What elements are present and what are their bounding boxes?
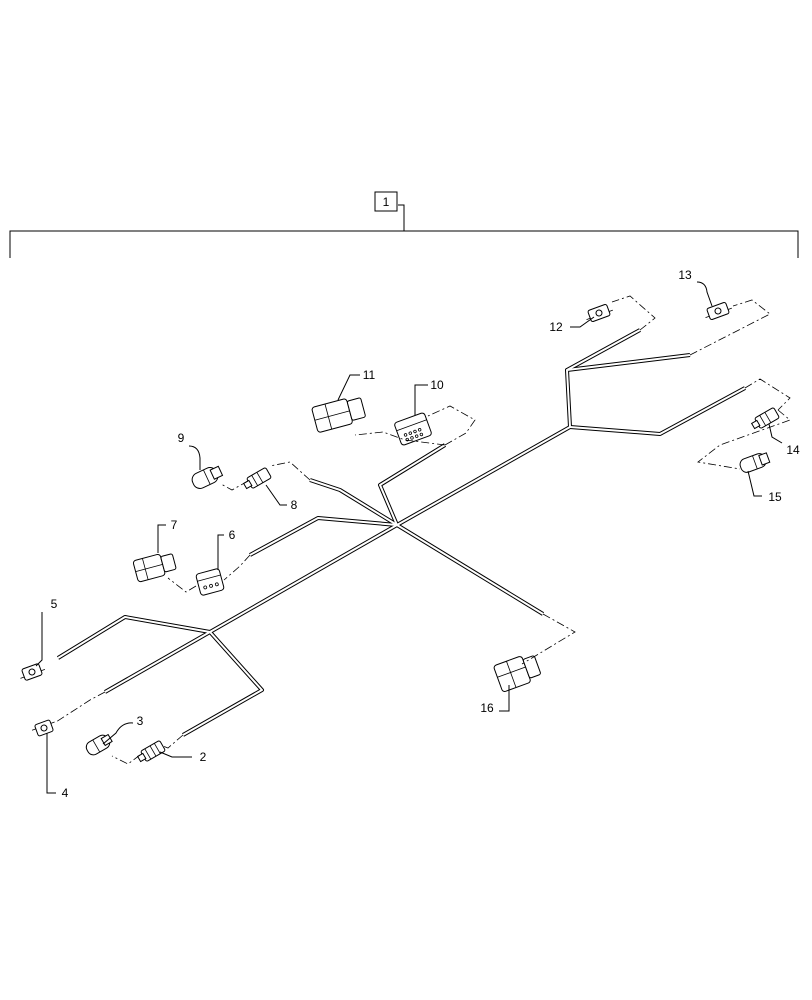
- wire-segment: [569, 386, 746, 436]
- wire-segment-inner: [569, 387, 746, 435]
- connector-icon-14: [750, 407, 780, 430]
- callout-10: 10: [430, 378, 444, 392]
- callout-12: 12: [549, 320, 563, 334]
- item-label-1: 1: [383, 195, 390, 209]
- wire-segment-inner: [396, 524, 544, 615]
- callout-7: 7: [171, 518, 178, 532]
- callout-14: 14: [786, 443, 800, 457]
- connector-icon-7: [132, 553, 177, 583]
- connector-icon-4: [31, 719, 55, 737]
- wire-segment-inner: [249, 517, 398, 556]
- connector-icon-5: [20, 663, 46, 681]
- connector-icon-11: [311, 397, 366, 433]
- wire-segment: [565, 353, 691, 428]
- wire-segment: [182, 630, 264, 737]
- wire-segment-inner: [104, 631, 211, 693]
- callout-16: 16: [480, 701, 494, 715]
- callout-4: 4: [62, 786, 69, 800]
- callout-11: 11: [363, 368, 376, 382]
- wire-segment-inner: [309, 479, 398, 526]
- wire-segment-inner: [209, 524, 398, 633]
- connector-icon-6: [195, 568, 225, 596]
- connector-icon-9: [191, 465, 224, 489]
- centerlines: [55, 295, 791, 765]
- callout-labels: 2 3 4 5 6 7 8 9 10 11 12 13 14 15 16: [51, 268, 800, 800]
- connector-icon-12: [586, 304, 613, 322]
- wire-segment-inner: [396, 426, 571, 526]
- callout-2: 2: [200, 750, 207, 764]
- connector-icon-15: [739, 452, 771, 473]
- connector-icon-2: [136, 740, 166, 763]
- callout-leaders: [35, 281, 783, 794]
- connectors: [20, 302, 780, 763]
- wire-segment: [56, 615, 211, 660]
- connector-icon-13: [705, 302, 732, 320]
- callout-9: 9: [178, 431, 185, 445]
- callout-15: 15: [768, 490, 782, 504]
- callout-13: 13: [678, 268, 692, 282]
- wire-segment: [378, 443, 447, 526]
- wire-harness: [56, 328, 746, 737]
- assembly-bracket: 1: [9, 191, 799, 258]
- wire-segment-inner: [182, 631, 263, 736]
- callout-5: 5: [51, 597, 58, 611]
- callout-8: 8: [291, 498, 298, 512]
- connector-icon-3: [85, 733, 113, 756]
- connector-icon-8: [242, 467, 272, 490]
- wire-segment-inner: [379, 444, 446, 526]
- callout-6: 6: [229, 528, 236, 542]
- connector-icon-16: [493, 655, 541, 692]
- connector-icon-10: [394, 412, 432, 446]
- callout-3: 3: [137, 714, 144, 728]
- wire-segment-inner: [57, 616, 211, 659]
- wire-segment-inner: [566, 329, 641, 371]
